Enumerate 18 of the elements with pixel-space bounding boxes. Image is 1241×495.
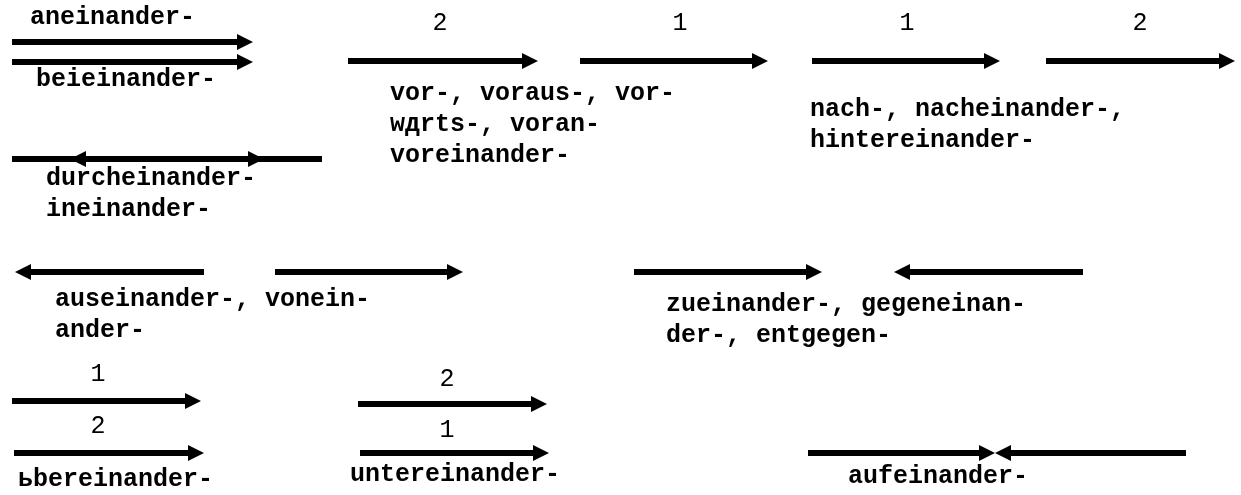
order-number: 1 xyxy=(439,415,455,446)
order-number: 2 xyxy=(439,364,455,395)
prefix-label: aufeinander- xyxy=(848,461,1030,492)
prefix-label: beieinander- xyxy=(36,64,218,95)
prefix-label: ьbereinander- xyxy=(18,464,215,495)
order-number: 1 xyxy=(899,8,915,39)
prefix-label: durcheinander- ineinander- xyxy=(46,163,258,225)
prefix-label: zueinander-, gegeneinan- der-, entgegen- xyxy=(666,289,1028,351)
prefix-label: untereinander- xyxy=(350,459,562,490)
order-number: 2 xyxy=(432,8,448,39)
prefix-label: nach-, nacheinander-, hintereinander- xyxy=(810,94,1127,156)
order-number: 1 xyxy=(90,359,106,390)
prefix-label: vor-, voraus-, vor- wдrts-, voran- voreinander- xyxy=(390,78,677,171)
prefix-label: auseinander-, vonein- ander- xyxy=(55,284,372,346)
order-number: 1 xyxy=(672,8,688,39)
prefix-label: aneinander- xyxy=(30,2,197,33)
order-number: 2 xyxy=(90,411,106,442)
order-number: 2 xyxy=(1132,8,1148,39)
